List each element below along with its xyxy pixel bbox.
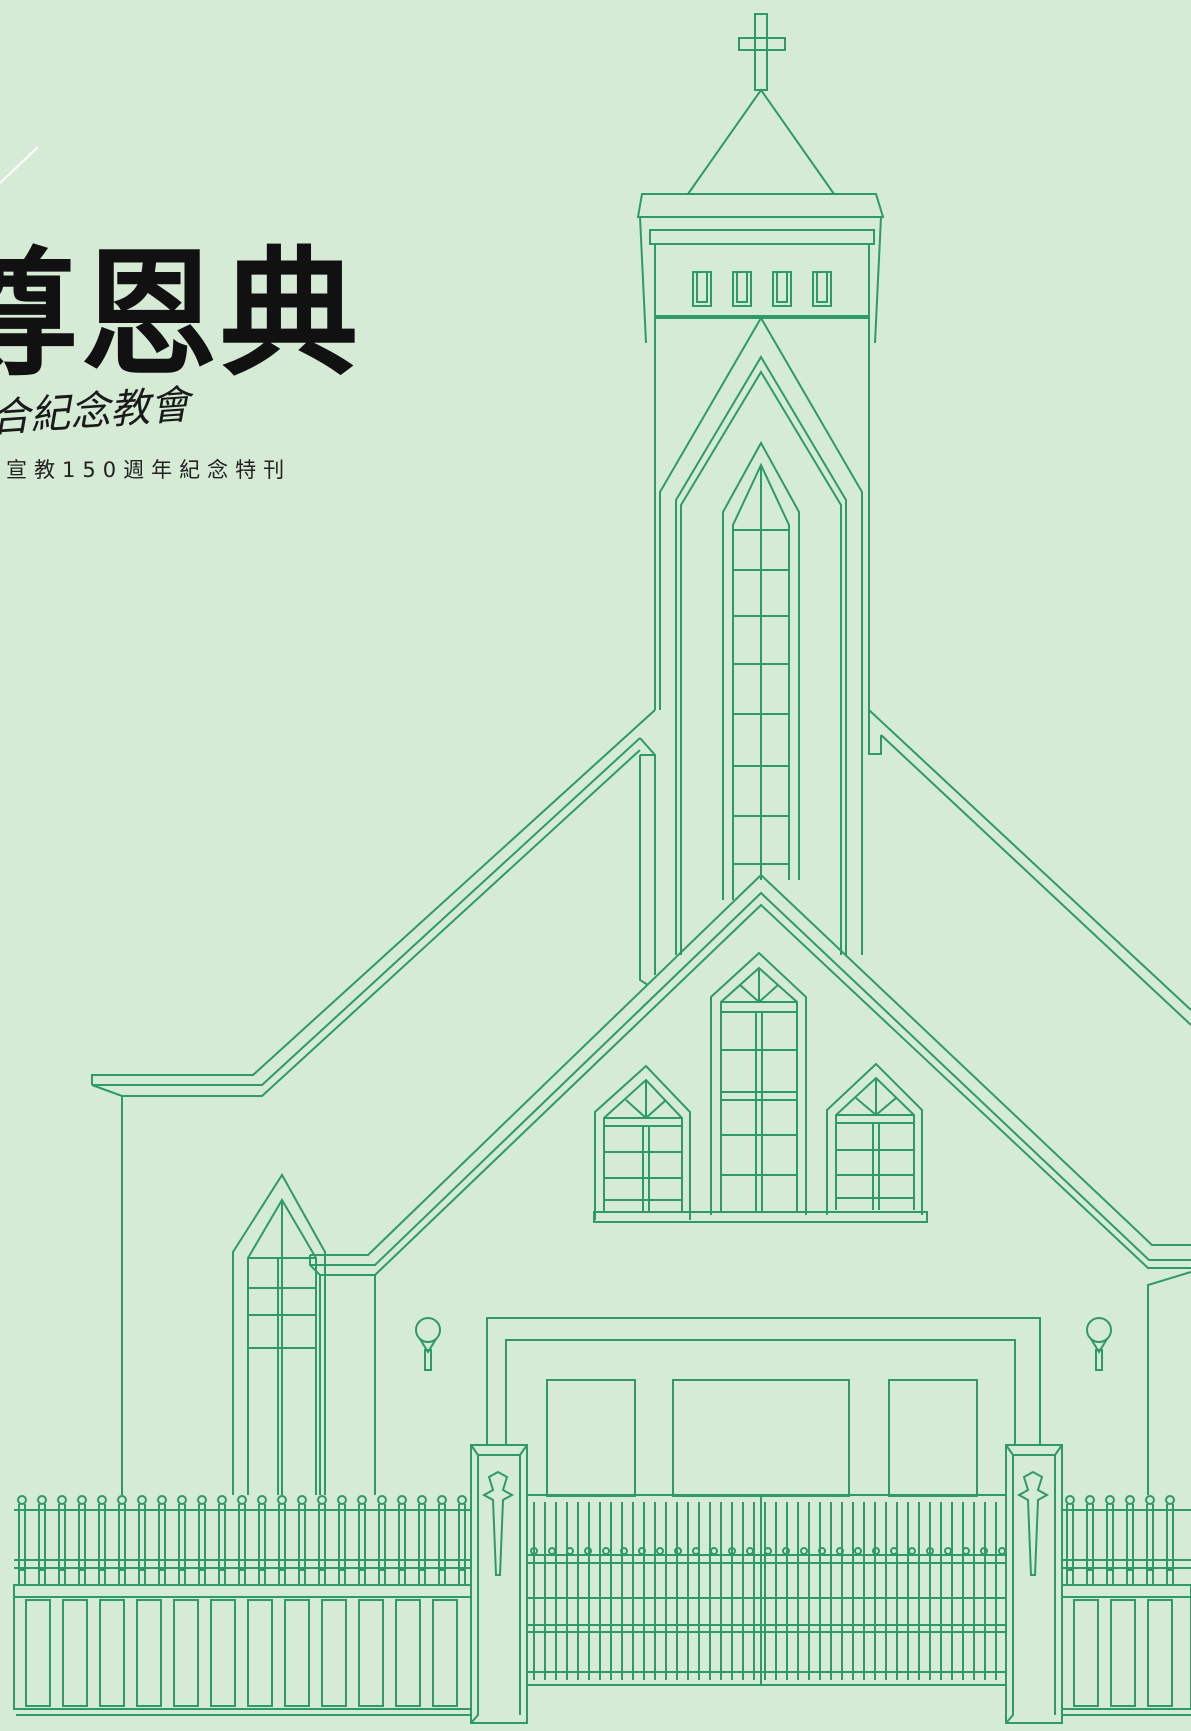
gable-window-right (826, 1062, 923, 1215)
lamp-right-icon (1086, 1317, 1112, 1371)
gable-window-center (710, 951, 807, 1215)
cover-subtitle: 宣教150週年紀念特刊 (6, 458, 292, 482)
right-roof (868, 709, 1191, 1495)
bell-tower (654, 316, 870, 955)
side-window-left (232, 1173, 326, 1495)
left-roof (91, 709, 656, 1495)
cross-icon (738, 13, 786, 91)
fence-left (13, 1495, 472, 1710)
gate-pillar-right (1005, 1444, 1063, 1724)
lamp-left-icon (415, 1317, 441, 1371)
gable-window-left (594, 1064, 691, 1220)
decorative-white-stroke (0, 146, 39, 184)
gate-pillar-left (470, 1444, 528, 1724)
main-gate (526, 1494, 1007, 1686)
window-sill (593, 1211, 928, 1223)
central-gable (309, 873, 1191, 1495)
spire-roof (636, 88, 885, 344)
cover-title: 尊恩典 (0, 232, 361, 395)
entrance-portal (486, 1317, 1041, 1497)
fence-right (1061, 1495, 1191, 1710)
